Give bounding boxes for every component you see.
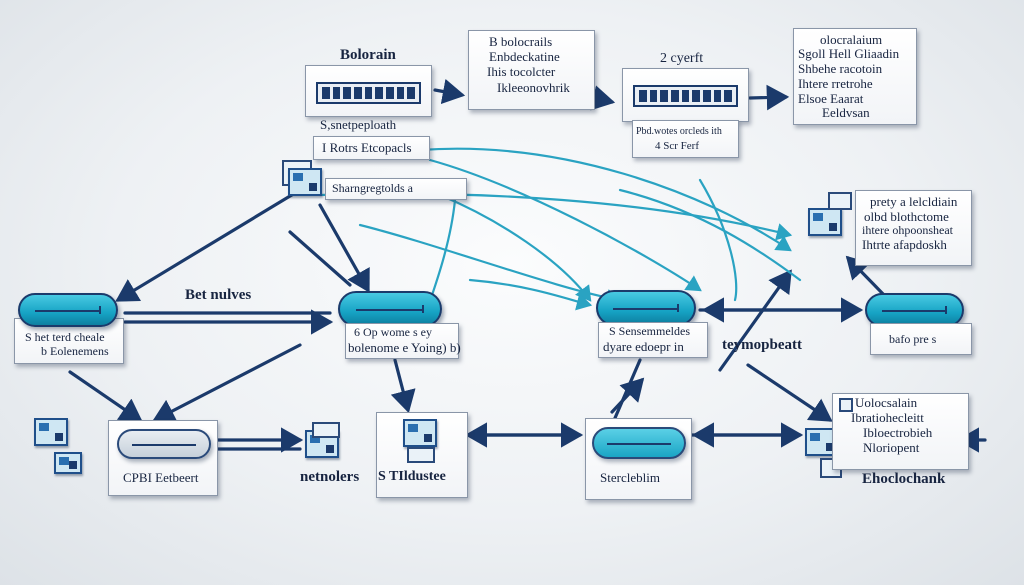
arrow-mid-to-tild	[390, 358, 416, 414]
far-right-node-pill	[865, 293, 964, 327]
arrow-server-to-mid-pill	[318, 203, 370, 293]
far-right-line-1: olocralaium	[820, 32, 883, 47]
mid-right-node-pill	[596, 290, 696, 326]
ster-pill	[592, 427, 686, 459]
arrow-diag-1	[288, 230, 352, 287]
right-upper-box: prety a lelcldiain olbd blothctome ihter…	[855, 190, 972, 266]
top-right-small-title: 2 cyerft	[660, 51, 704, 66]
teal-curve-8	[618, 188, 802, 282]
rotrs-caption-box: I Rotrs Etcopacls	[313, 136, 430, 160]
top-mid-box: B bolocrails Enbdeckatine Ihis tocolcter…	[468, 30, 595, 110]
tild-device-back-icon	[407, 447, 435, 463]
top-right-caption-box: Pbd.wotes orcleds ith 4 Scr Ferf	[632, 120, 739, 158]
net-device-back-icon	[312, 422, 340, 438]
top-right-rack-box	[622, 68, 749, 122]
arrow-server-to-left-pill	[115, 188, 302, 302]
far-right-box: olocralaium Sgoll Hell Gliaadin Shbehe r…	[793, 28, 917, 125]
right-upper-line-4: Ihtrte afapdoskh	[862, 237, 947, 252]
top-mid-line-4: Ikleeonovhrik	[497, 80, 570, 95]
sharng-caption: Sharngregtolds a	[332, 181, 413, 195]
bottom-right-line-4: Nloriopent	[863, 440, 920, 455]
mid-node-pill	[338, 291, 442, 327]
teal-curve-3	[358, 223, 623, 307]
mid-right-pill-box: S Sensemmeldes dyare edoepr in	[598, 322, 708, 358]
arrow-rack2-to-right	[748, 84, 790, 111]
rotrs-caption: I Rotrs Etcopacls	[322, 140, 412, 155]
teal-curve-7	[468, 278, 593, 311]
arrow-top-left-to-mid	[433, 78, 466, 105]
teymopbeatt-label: teymopbeatt	[722, 337, 802, 353]
top-mid-line-1: B bolocrails	[489, 34, 553, 49]
far-right-pill-caption: bafo pre s	[889, 332, 937, 346]
teal-curve-4	[428, 158, 702, 292]
bottom-left-device-2-icon	[54, 452, 82, 474]
bottom-right-box: Uolocsalain Ibratiohecleitt Ibloectrobie…	[832, 393, 969, 470]
arrow-mid-to-bottom-left	[152, 343, 302, 423]
tildustee-label: S TIldustee	[378, 469, 446, 484]
arrow-left-to-cpbi	[68, 370, 143, 422]
sharng-caption-box: Sharngregtolds a	[325, 178, 467, 200]
arrow-rising-mid	[610, 358, 642, 427]
far-right-line-4: Ihtere rretrohe	[798, 76, 873, 91]
ster-label: Stercleblim	[600, 470, 660, 485]
right-upper-line-2: olbd blothctome	[864, 209, 949, 224]
bet-nulves-label: Bet nulves	[185, 287, 252, 303]
cpbi-box: CPBI Eetbeert	[108, 420, 218, 496]
top-left-title: Bolorain	[340, 47, 396, 63]
mid-pill-caption-2: bolenome e Yoing) b)	[348, 340, 461, 355]
bottom-left-device-icon	[34, 418, 68, 446]
cpbi-pill	[117, 429, 211, 459]
far-right-line-5: Elsoe Eaarat	[798, 91, 864, 106]
rack-icon	[316, 82, 421, 104]
far-right-line-3: Shbehe racotoin	[798, 61, 883, 76]
left-pill-caption-1: S het terd cheale	[25, 330, 105, 344]
far-right-line-6: Eeldvsan	[822, 105, 870, 120]
left-node-pill	[18, 293, 118, 327]
top-mid-line-2: Enbdeckatine	[489, 49, 560, 64]
mid-right-caption-2: dyare edoepr in	[603, 339, 684, 354]
arrow-midright-down-right	[746, 363, 833, 422]
left-pill-caption-2: b Eolenemens	[41, 344, 109, 358]
netnolers-label: netnolers	[300, 469, 360, 485]
right-upper-device-back-icon	[828, 192, 852, 210]
bottom-right-small-icon	[839, 398, 853, 412]
cpbi-label: CPBI Eetbeert	[123, 470, 199, 485]
bottom-right-line-2: Ibratiohecleitt	[851, 410, 924, 425]
ster-box: Stercleblim	[585, 418, 692, 500]
ehoclochank-label: Ehoclochank	[862, 471, 946, 487]
top-left-caption: S,snetpeploath	[320, 117, 397, 132]
mid-right-caption-1: S Sensemmeldes	[609, 324, 690, 338]
right-upper-line-3: ihtere ohpoonsheat	[862, 223, 953, 237]
right-upper-device-icon	[808, 208, 842, 236]
right-upper-line-1: prety a lelcldiain	[870, 194, 958, 209]
arrow-rising-right	[718, 269, 792, 372]
top-right-caption-1: Pbd.wotes orcleds ith	[636, 126, 722, 137]
rack-icon	[633, 85, 738, 107]
teal-curve-5	[438, 193, 592, 302]
tild-device-icon	[403, 419, 437, 447]
top-right-caption-2: 4 Scr Ferf	[655, 140, 699, 152]
far-right-line-2: Sgoll Hell Gliaadin	[798, 46, 900, 61]
arrow-right-pill-to-device	[845, 255, 887, 298]
bottom-right-line-1: Uolocsalain	[855, 395, 918, 410]
teal-curve-9	[698, 178, 738, 302]
mid-pill-box: 6 Op wome s ey bolenome e Yoing) b)	[345, 323, 461, 359]
mid-pill-caption-1: 6 Op wome s ey	[354, 325, 432, 339]
top-left-rack-box	[305, 65, 432, 117]
arrow-ster-up	[610, 377, 645, 414]
tild-box	[376, 412, 468, 498]
bottom-right-line-3: Ibloectrobieh	[863, 425, 933, 440]
far-right-pill-box: bafo pre s	[870, 323, 972, 355]
top-mid-line-3: Ihis tocolcter	[487, 64, 556, 79]
server-icon	[288, 168, 322, 196]
